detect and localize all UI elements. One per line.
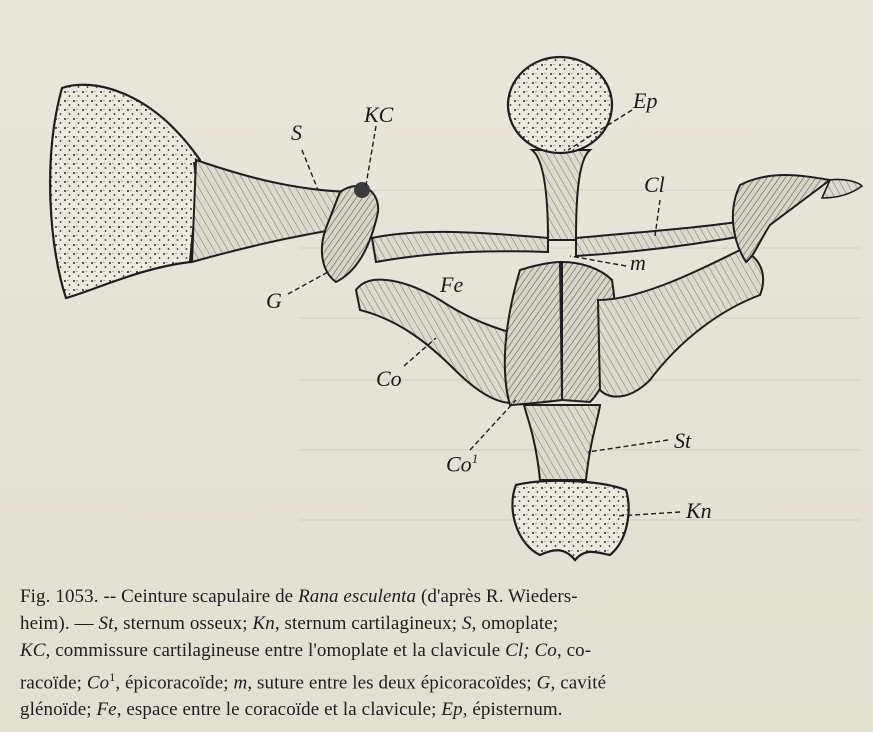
label-Co1: Co1 [446, 452, 478, 475]
label-St: St [674, 430, 691, 452]
label-Fe: Fe [440, 274, 463, 296]
suprascapula [50, 85, 200, 298]
coracoid-right [598, 250, 763, 397]
label-S: S [291, 122, 302, 144]
label-G: G [266, 290, 282, 312]
caption-line-2: heim). — St, sternum osseux; Kn, sternum… [20, 610, 865, 637]
label-Ep: Ep [633, 90, 657, 112]
sternum [512, 405, 628, 560]
label-Kn: Kn [686, 500, 712, 522]
epicoracoid-left [505, 262, 562, 405]
label-m: m [630, 252, 646, 274]
caption-line-3: KC, commissure cartilagineuse entre l'om… [20, 637, 865, 664]
label-Cl: Cl [644, 174, 665, 196]
caption-line-1: Fig. 1053. -- Ceinture scapulaire de Ran… [20, 583, 865, 610]
episternum [508, 57, 612, 240]
caption-line-5: glénoïde; Fe, espace entre le coracoïde … [20, 696, 865, 723]
shoulder-girdle-illustration [0, 0, 873, 580]
caption-line-4: racoïde; Co1, épicoracoïde; m, suture en… [20, 664, 865, 696]
figure-caption: Fig. 1053. -- Ceinture scapulaire de Ran… [20, 583, 865, 723]
scapula-right [733, 175, 830, 262]
figure: S KC Ep Cl m Fe G Co Co1 St Kn [0, 0, 873, 580]
label-KC: KC [364, 104, 393, 126]
clavicle-left [372, 232, 548, 262]
clavicle-right [576, 220, 754, 256]
label-Co: Co [376, 368, 402, 390]
